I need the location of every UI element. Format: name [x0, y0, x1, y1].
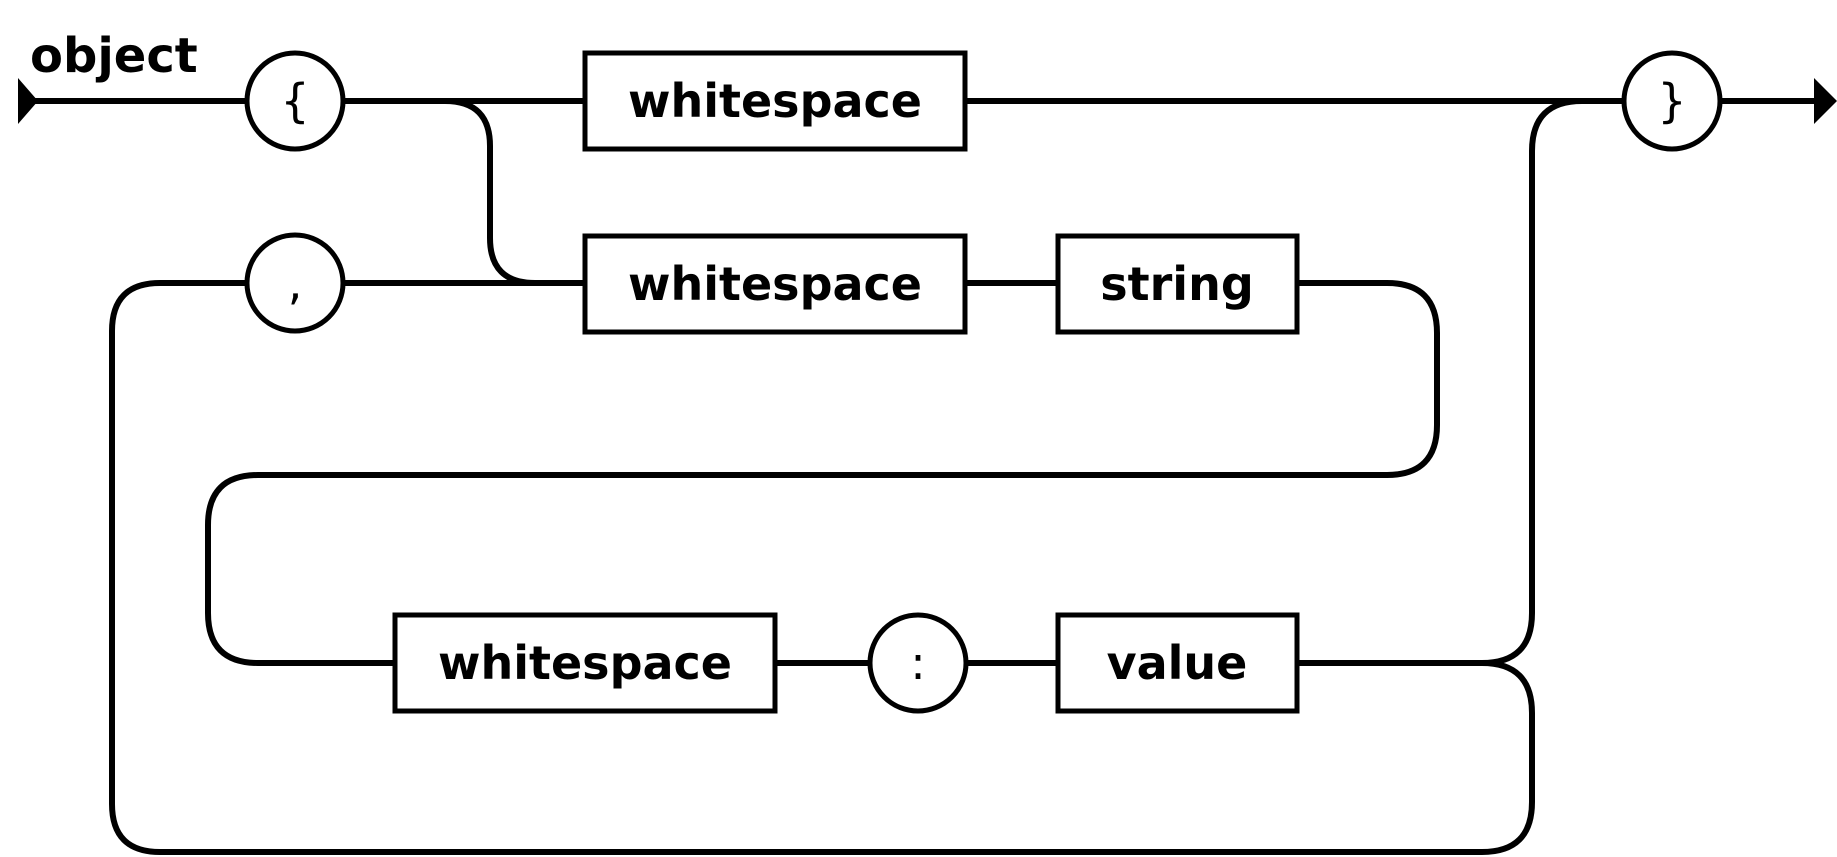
terminal-colon: :: [867, 612, 969, 714]
diagram-tracks: [22, 98, 1818, 855]
comma-label: ,: [288, 256, 303, 310]
exit-arrow-icon: [1814, 78, 1837, 124]
open-brace-label: {: [280, 74, 309, 128]
entry-arrow-icon: [18, 78, 38, 124]
whitespace-empty-label: whitespace: [628, 74, 922, 128]
nonterminal-whitespace-before-colon: whitespace: [392, 612, 778, 714]
diagram-title: object: [30, 28, 198, 84]
nonterminal-value: value: [1055, 612, 1300, 714]
nonterminal-string: string: [1055, 233, 1300, 335]
close-brace-label: }: [1657, 74, 1686, 128]
repeat-loop-track: [109, 280, 1535, 855]
colon-label: :: [910, 636, 926, 690]
value-label: value: [1107, 636, 1248, 690]
string-to-colon-row-track: [205, 280, 1440, 666]
nonterminal-whitespace-empty: whitespace: [582, 50, 968, 152]
string-label: string: [1100, 257, 1254, 311]
nonterminal-whitespace-before-key: whitespace: [582, 233, 968, 335]
members-branch-track: [400, 98, 585, 286]
value-to-close-track: [1481, 98, 1622, 666]
whitespace-before-key-label: whitespace: [628, 257, 922, 311]
whitespace-before-colon-label: whitespace: [438, 636, 732, 690]
terminal-close-brace: }: [1621, 50, 1723, 152]
terminal-open-brace: {: [244, 50, 346, 152]
terminal-comma: ,: [244, 232, 346, 334]
